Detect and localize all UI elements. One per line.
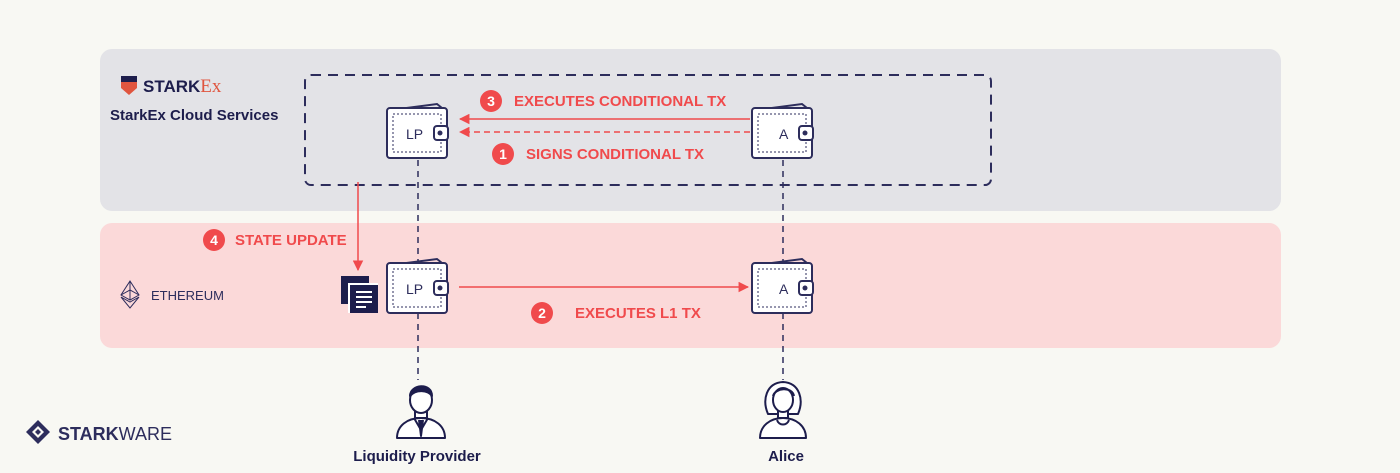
step-1-badge <box>492 143 514 165</box>
wallet-lp-l1: LP <box>386 257 449 314</box>
wallet-lp-l2: LP <box>386 102 449 159</box>
svg-text:STARKWARE: STARKWARE <box>58 424 172 444</box>
starkex-logo-text-2: Ex <box>200 76 222 97</box>
alice-icon <box>759 381 807 439</box>
step-2-number: 2 <box>538 305 546 321</box>
step-2-label: EXECUTES L1 TX <box>575 305 701 322</box>
step-2: 2 EXECUTES L1 TX <box>531 302 701 324</box>
ethereum-panel <box>100 223 1281 348</box>
step-4-label: STATE UPDATE <box>235 232 347 249</box>
step-4-badge <box>203 229 225 251</box>
wallet-alice-l2-label: A <box>779 126 789 142</box>
wallet-alice-l2: A <box>751 102 814 159</box>
svg-text:STARKEx: STARKEx <box>143 76 222 97</box>
step-3-number: 3 <box>487 93 495 109</box>
starkware-logo-text-2: WARE <box>119 424 172 444</box>
cloud-services-box <box>304 74 992 186</box>
liquidity-provider-icon <box>396 385 446 439</box>
documents-icon <box>341 276 378 313</box>
starkex-panel <box>100 49 1281 211</box>
step-4-number: 4 <box>210 232 218 248</box>
wallet-alice-l1-label: A <box>779 281 789 297</box>
step-3-label: EXECUTES CONDITIONAL TX <box>514 93 726 110</box>
step-4: 4 STATE UPDATE <box>203 229 347 251</box>
starkex-logo-text-1: STARK <box>143 77 201 96</box>
step-2-badge <box>531 302 553 324</box>
ethereum-logo: ETHEREUM <box>120 280 224 309</box>
liquidity-provider-label: Liquidity Provider <box>353 448 481 465</box>
starkware-logo: STARKWARE <box>26 420 172 444</box>
step-3-badge <box>480 90 502 112</box>
alice-label: Alice <box>768 448 804 465</box>
wallet-alice-l1: A <box>751 257 814 314</box>
step-1-number: 1 <box>499 146 507 162</box>
cloud-services-label: StarkEx Cloud Services <box>110 107 278 124</box>
starkware-logo-text-1: STARK <box>58 424 119 444</box>
step-1-label: SIGNS CONDITIONAL TX <box>526 146 704 163</box>
starkex-logo: STARKEx <box>121 76 222 97</box>
starkware-diamond-icon <box>26 420 50 444</box>
step-3: 3 EXECUTES CONDITIONAL TX <box>480 90 726 112</box>
ethereum-label: ETHEREUM <box>151 288 224 303</box>
wallet-lp-l2-label: LP <box>406 126 423 142</box>
step-1: 1 SIGNS CONDITIONAL TX <box>492 143 704 165</box>
wallet-lp-l1-label: LP <box>406 281 423 297</box>
ethereum-icon <box>120 280 140 309</box>
